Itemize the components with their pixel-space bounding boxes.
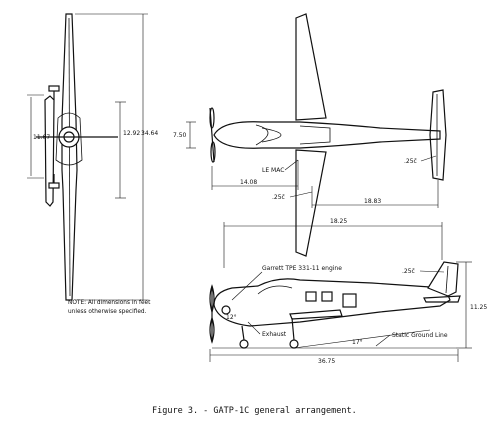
side-view-fuselage — [213, 278, 451, 327]
side-view-height-dim: 11.25 — [470, 304, 487, 311]
top-view-le-mac: LE MAC — [262, 167, 284, 174]
front-view-wheel-top — [48, 85, 60, 92]
top-view-canopy-inner — [261, 127, 282, 143]
side-view-nose-wheel — [239, 339, 249, 349]
side-view-window — [321, 291, 333, 302]
front-view-height-dim: 11.67 — [33, 134, 50, 141]
front-view-tail-span-dim: 12.92 — [123, 130, 140, 137]
side-view-nose-gear — [241, 325, 245, 341]
side-view-length-dim: 36.75 — [318, 358, 335, 365]
top-view-quarter-chord-tail: .25c̄ — [404, 158, 417, 165]
note-block: NOTE: All dimensions in feet unless othe… — [68, 300, 151, 315]
dim-leader — [420, 155, 437, 162]
side-view-angle-12: 12° — [226, 314, 237, 321]
top-view-prop-blade-b — [210, 141, 216, 163]
top-view: 7.50 LE MAC 14.08 .25c̄ 18.83 .25c̄ — [173, 13, 447, 257]
front-view-wing-centerline — [68, 17, 71, 297]
figure-caption: Figure 3. - GATP-1C general arrangement. — [152, 406, 357, 416]
front-view: 11.67 12.92 34.64 — [27, 13, 158, 301]
front-view-wheel-bottom — [48, 182, 60, 189]
dim-leader — [289, 191, 313, 198]
top-view-station-1883: 18.83 — [364, 198, 381, 205]
top-view-wing-upper — [295, 13, 327, 121]
dim-leader — [375, 334, 391, 347]
note-line-1: NOTE: All dimensions in feet — [68, 300, 151, 306]
side-view-exhaust-label: Exhaust — [262, 331, 287, 338]
dim-leader — [247, 321, 261, 335]
side-view-propeller-bottom — [209, 316, 215, 344]
side-view-main-gear — [291, 317, 295, 341]
top-view-quarter-chord-wing: .25c̄ — [272, 194, 285, 201]
note-line-2: unless otherwise specified. — [68, 309, 147, 315]
top-view-prop-blade-a — [209, 107, 215, 129]
side-view-angle-17: 17° — [352, 339, 363, 346]
top-view-fuselage — [213, 121, 441, 149]
side-view-engine-label: Garrett TPE 331-11 engine — [262, 265, 342, 272]
side-view-door — [342, 293, 357, 308]
dim-leader — [231, 271, 263, 301]
top-view-cabin — [299, 125, 331, 145]
top-view-width-dim: 7.50 — [173, 132, 187, 139]
dim-leader — [284, 159, 299, 171]
side-view-wing — [289, 309, 343, 320]
top-view-propeller — [209, 107, 215, 163]
front-view-fuselage — [55, 112, 83, 166]
side-view-ground-label: Static Ground Line — [392, 332, 448, 339]
top-view-wing-lower — [295, 149, 327, 257]
top-view-canopy — [255, 124, 269, 146]
side-view-main-wheel — [289, 339, 299, 349]
side-view-htail — [423, 295, 461, 303]
side-view-vtail — [427, 261, 459, 297]
side-view-intake — [221, 305, 231, 315]
top-view-station-1408: 14.08 — [240, 179, 257, 186]
side-view-rudder-line — [445, 265, 449, 294]
side-view-station-1825: 18.25 — [330, 218, 347, 225]
side-view: 18.25 Garrett TPE 331-11 engine .25 — [209, 218, 487, 365]
front-view-wing-span-dim: 34.64 — [141, 130, 158, 137]
side-view-tail-clearance-line — [293, 329, 431, 349]
top-view-htail — [429, 89, 447, 181]
dim-leader — [419, 270, 445, 273]
side-view-quarter-chord-vtail: .25c̄ — [402, 268, 415, 275]
front-view-tail — [44, 95, 55, 207]
side-view-window — [305, 291, 317, 302]
side-view-windshield — [257, 285, 293, 295]
front-view-wing — [61, 13, 78, 301]
